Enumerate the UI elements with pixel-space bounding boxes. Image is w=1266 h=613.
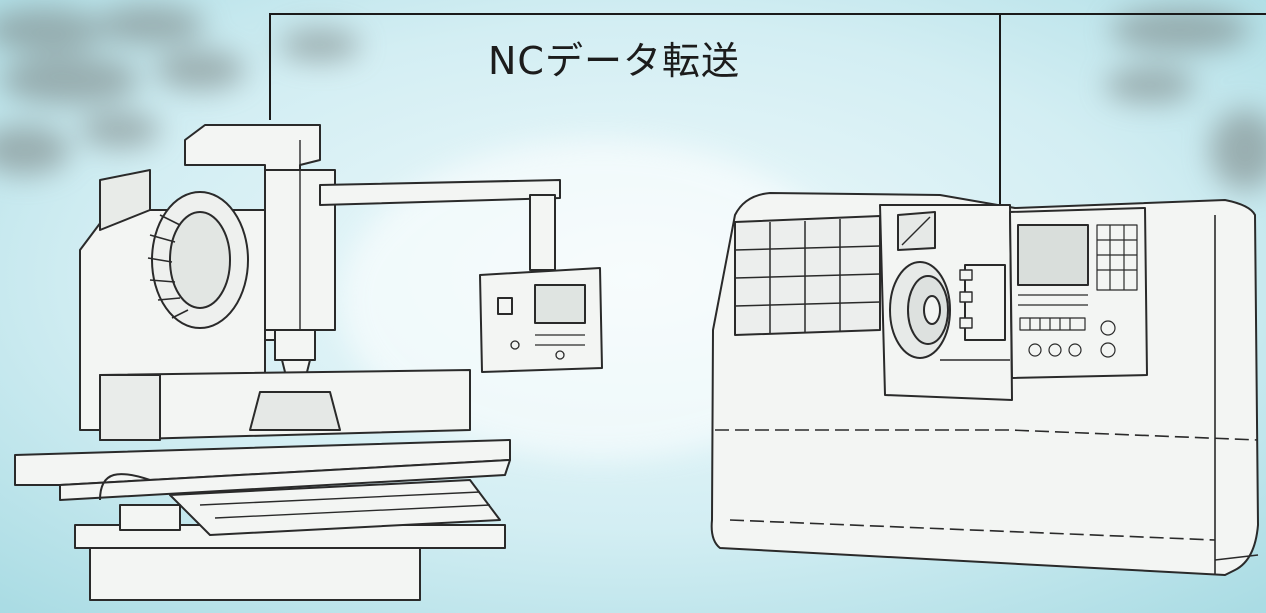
nc-lathe-illustration <box>710 192 1259 576</box>
diagram-title: NCデータ転送 <box>488 39 740 83</box>
background-blobs <box>0 5 1266 190</box>
connection-line <box>269 13 1266 205</box>
machining-center-illustration <box>14 124 603 601</box>
